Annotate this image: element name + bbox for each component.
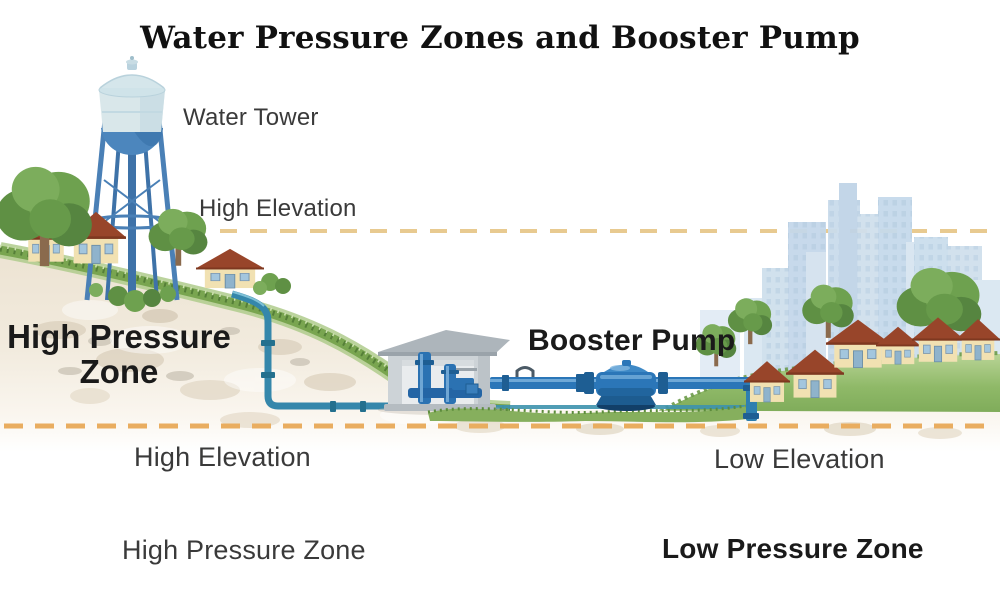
water-tower-illustration — [84, 56, 180, 301]
pump-machinery — [408, 352, 482, 404]
booster-pump-valve-illustration — [584, 360, 668, 411]
mid-grass-strip — [427, 404, 748, 423]
pipe-bracket — [515, 366, 535, 377]
high-pressure-zone-main-label: High Pressure Zone — [7, 318, 231, 391]
water-tower-label: Water Tower — [183, 104, 319, 131]
high-elevation-top-label: High Elevation — [199, 195, 357, 222]
pump-station-illustration — [378, 330, 510, 415]
low-pressure-zone-label: Low Pressure Zone — [662, 533, 924, 564]
bushes — [89, 273, 291, 312]
page-title: Water Pressure Zones and Booster Pump — [140, 20, 860, 56]
booster-pump-label: Booster Pump — [528, 324, 736, 357]
low-elevation-label: Low Elevation — [714, 444, 885, 474]
supply-pipe — [231, 290, 392, 412]
high-pressure-zone-bottom-label: High Pressure Zone — [122, 535, 366, 565]
house-icon — [196, 248, 264, 289]
high-elevation-bottom-label: High Elevation — [134, 442, 311, 472]
